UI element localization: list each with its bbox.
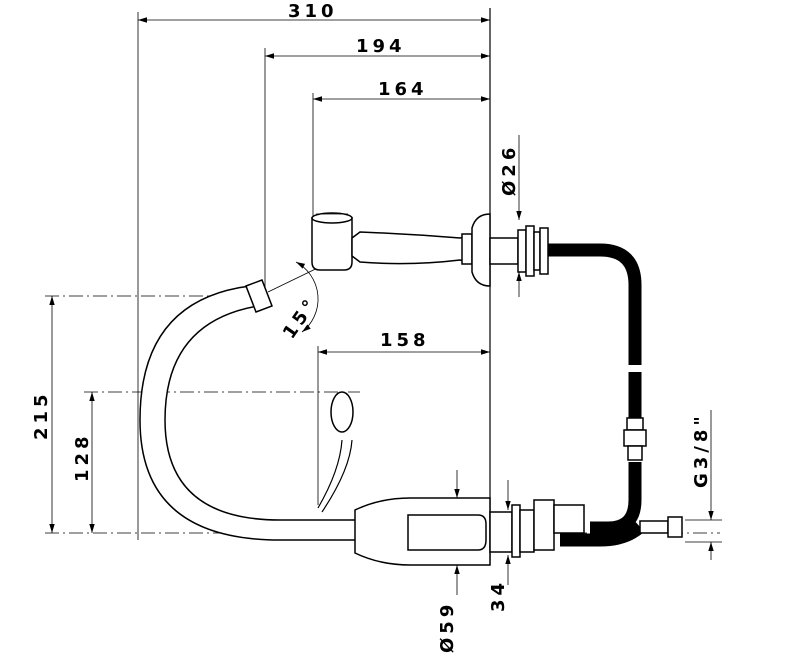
dimension-215: 215	[31, 295, 720, 534]
dimension-d59: Ø59	[437, 470, 460, 653]
dimension-310-label: 310	[288, 1, 338, 22]
lever	[317, 391, 354, 513]
dimension-158: 158	[318, 330, 490, 355]
dimension-d26-label: Ø26	[499, 144, 520, 196]
upper-wall-fitting	[489, 225, 549, 277]
upper-handle	[311, 212, 491, 287]
dimension-angle-label: 15°	[279, 293, 323, 343]
dimension-34: 34	[488, 480, 511, 612]
dimension-d59-label: Ø59	[437, 601, 458, 653]
dimension-194-label: 194	[356, 36, 406, 57]
dimension-164-label: 164	[378, 79, 428, 100]
base-body	[354, 497, 585, 566]
dimension-angle: 15°	[267, 261, 331, 343]
dimension-194: 194	[265, 36, 490, 59]
braided-hose	[548, 243, 683, 547]
dimension-128: 128	[72, 391, 360, 533]
dimension-d26: Ø26	[499, 135, 522, 297]
dimension-158-label: 158	[380, 330, 430, 351]
dimension-g38-label: G3/8"	[691, 412, 712, 488]
dimension-128-label: 128	[72, 432, 93, 482]
dimension-164: 164	[313, 79, 490, 102]
dimension-g38: G3/8"	[685, 410, 722, 560]
dimension-34-label: 34	[488, 579, 509, 612]
dimension-310: 310	[138, 1, 490, 23]
dimension-215-label: 215	[31, 390, 52, 440]
spout	[139, 279, 396, 541]
extension-lines	[137, 12, 319, 540]
